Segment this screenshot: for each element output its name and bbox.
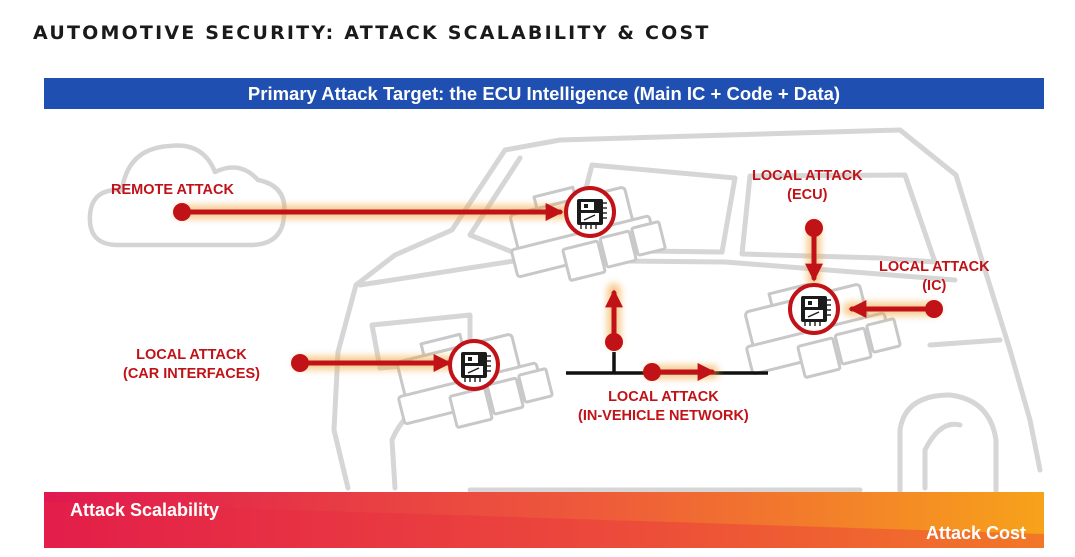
slide-title: AUTOMOTIVE SECURITY: ATTACK SCALABILITY … — [33, 22, 711, 44]
ecu-module-icon — [396, 185, 902, 429]
remote-attack-label: REMOTE ATTACK — [111, 182, 234, 198]
attack-scalability-label: Attack Scalability — [70, 500, 220, 520]
local-attack-ecu-label: LOCAL ATTACK (ECU) — [752, 168, 863, 203]
local-attack-car-interfaces-label: LOCAL ATTACK (CAR INTERFACES) — [123, 347, 260, 382]
local-attack-network-label: LOCAL ATTACK (IN-VEHICLE NETWORK) — [578, 389, 749, 424]
attack-arrows — [173, 203, 943, 381]
primary-target-banner: Primary Attack Target: the ECU Intellige… — [44, 78, 1044, 109]
scalability-cost-band — [44, 492, 1044, 548]
attack-cost-label: Attack Cost — [925, 523, 1026, 543]
local-attack-ic-label: LOCAL ATTACK (IC) — [879, 259, 990, 294]
car-outline-icon — [331, 127, 1043, 495]
